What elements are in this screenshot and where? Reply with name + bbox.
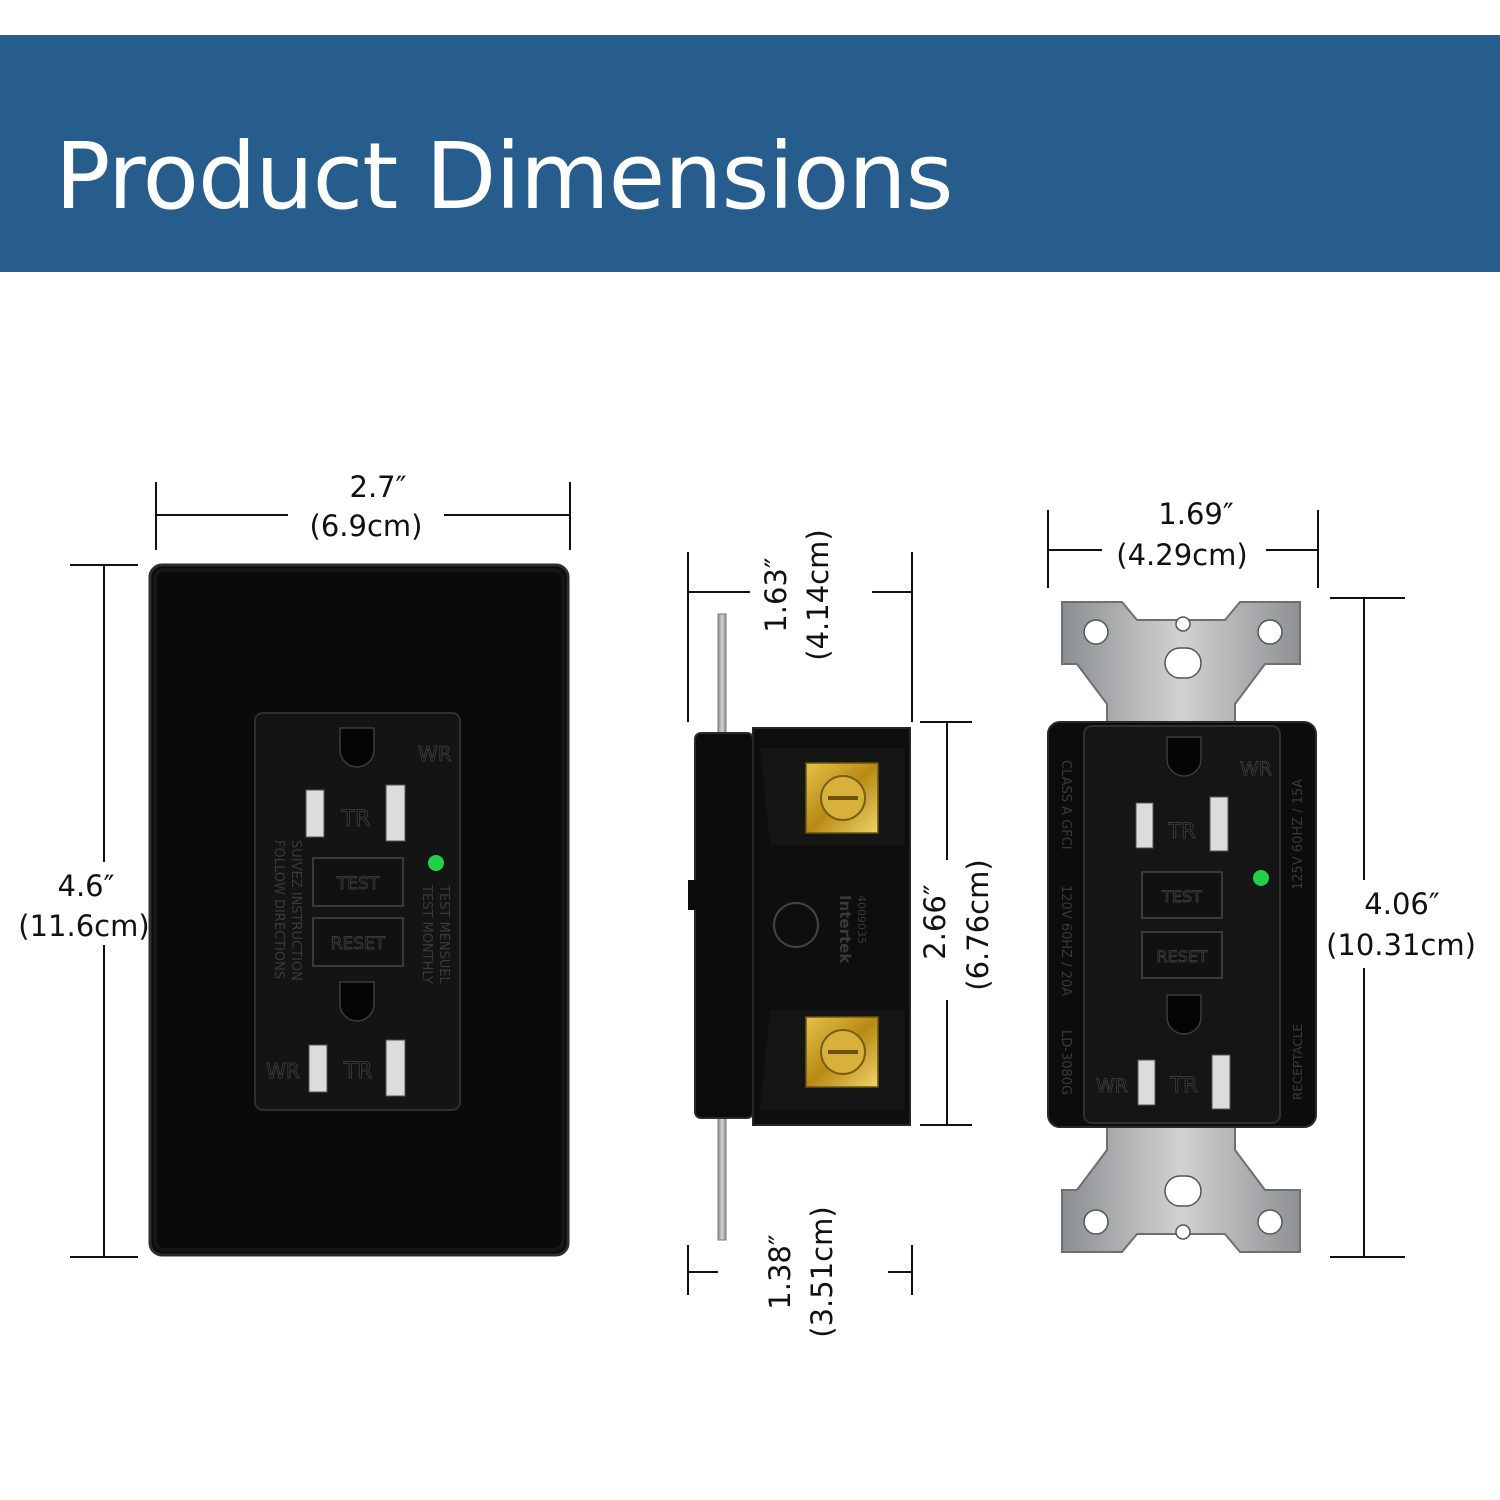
front-side-text-1: FOLLOW DIRECTIONS	[271, 840, 286, 979]
back-test-button[interactable]	[1141, 871, 1223, 919]
ground-hole-bottom	[339, 981, 375, 1022]
strap-hole-bottom-left	[1083, 1209, 1109, 1235]
back-test-label: TEST	[1161, 887, 1202, 906]
strap-slot-bottom	[1164, 1175, 1202, 1207]
receptacle-view: 1.69″ (4.29cm) 4.06″ (10.31cm) CLASS A G…	[1047, 497, 1476, 1258]
back-ground-hole-top	[1166, 736, 1202, 777]
strap-hole-bottom-right	[1257, 1209, 1283, 1235]
side-code: 4009035	[855, 895, 868, 944]
status-led	[428, 855, 444, 871]
back-height-cm: (10.31cm)	[1326, 928, 1476, 962]
test-button-label: TEST	[336, 874, 380, 894]
back-tr-mark-top: TR	[1167, 819, 1195, 843]
header-banner: Product Dimensions	[0, 35, 1500, 272]
back-receptacle-text: RECEPTACLE	[1291, 1024, 1305, 1100]
back-slot-hot-top	[1209, 796, 1229, 852]
front-view: 2.7″ (6.9cm) 4.6″ (11.6cm) TR WR TEST RE…	[18, 470, 571, 1258]
strap-hole-bottom-center	[1175, 1224, 1191, 1240]
back-status-led	[1253, 870, 1269, 886]
side-back-inch: 1.38″	[763, 1234, 797, 1310]
back-rating-1: 120V 60HZ / 20A	[1058, 885, 1073, 996]
side-body-cm: (6.76cm)	[961, 859, 995, 990]
side-depth-cm: (4.14cm)	[801, 529, 835, 660]
back-wr-mark-bottom: WR	[1096, 1075, 1128, 1097]
side-view: 1.63″ (4.14cm) Intertek 4009035 2.66″ (6…	[687, 529, 995, 1338]
back-slot-hot-bottom	[1211, 1054, 1231, 1110]
back-tr-mark-bottom: TR	[1169, 1073, 1197, 1097]
slot-hot-bottom	[385, 1039, 406, 1097]
strap-hole-top-left	[1083, 619, 1109, 645]
back-ground-hole-bottom	[1166, 994, 1202, 1035]
front-height-inch: 4.6″	[58, 869, 115, 903]
back-height-inch: 4.06″	[1364, 887, 1440, 921]
back-model: LD-3080G	[1058, 1030, 1073, 1095]
wr-mark-top: WR	[418, 742, 452, 766]
back-wr-mark-top: WR	[1240, 758, 1272, 780]
reset-button[interactable]	[312, 917, 404, 967]
slot-neutral-top	[305, 789, 325, 838]
back-width-inch: 1.69″	[1158, 497, 1234, 531]
etl-logo	[773, 902, 819, 948]
ground-hole-top	[339, 727, 375, 768]
front-side-text-3: TEST MONTHLY	[419, 884, 434, 984]
test-button[interactable]	[312, 857, 404, 907]
back-reset-button[interactable]	[1141, 931, 1223, 979]
side-brand: Intertek	[836, 895, 854, 964]
side-depth-inch: 1.63″	[759, 557, 793, 633]
slot-hot-top	[385, 784, 406, 842]
wr-mark-bottom: WR	[266, 1059, 300, 1083]
wall-plate-bevel	[153, 568, 565, 1252]
back-slot-neutral-bottom	[1137, 1059, 1156, 1106]
strap-hole-top-right	[1257, 619, 1283, 645]
side-face-tab	[688, 880, 696, 910]
side-body-inch: 2.66″	[918, 884, 952, 960]
tr-mark-top: TR	[341, 807, 371, 832]
side-back-cm: (3.51cm)	[805, 1206, 839, 1337]
back-width-cm: (4.29cm)	[1116, 538, 1247, 572]
strap-slot-top	[1164, 647, 1202, 679]
tr-mark-bottom: TR	[343, 1059, 373, 1084]
reset-button-label: RESET	[331, 934, 386, 954]
front-side-text-4: TEST MENSUEL	[436, 884, 451, 985]
strap-hole-top-center	[1175, 616, 1191, 632]
side-face-plate	[694, 732, 754, 1119]
front-height-cm: (11.6cm)	[18, 909, 149, 943]
front-side-text-2: SUIVEZ INSTRUCTION	[288, 840, 303, 981]
slot-neutral-bottom	[308, 1044, 328, 1093]
front-width-inch: 2.7″	[350, 470, 407, 504]
page-title: Product Dimensions	[55, 123, 954, 230]
back-slot-neutral-top	[1135, 802, 1154, 849]
receptacle-face	[1083, 725, 1281, 1124]
back-reset-label: RESET	[1156, 947, 1207, 966]
front-width-cm: (6.9cm)	[310, 509, 423, 543]
back-rating-2: 125V 60HZ / 15A	[1291, 779, 1306, 890]
back-class-text: CLASS A GFCI	[1058, 760, 1073, 850]
